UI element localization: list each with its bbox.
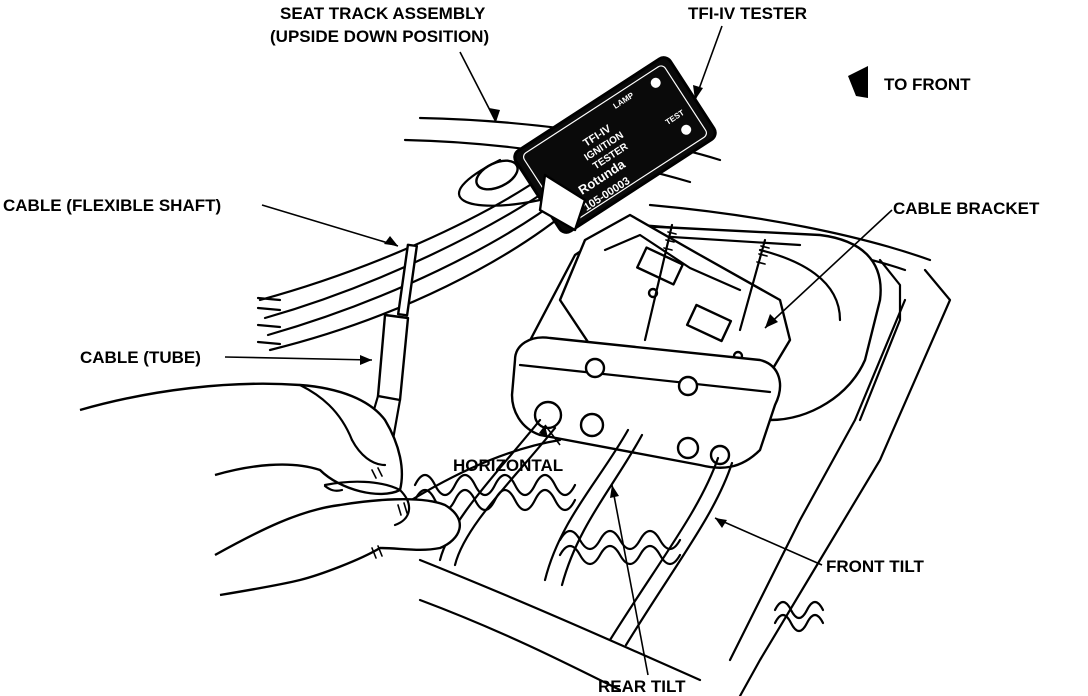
flexible-shaft: [396, 243, 419, 317]
threaded-studs: [643, 223, 770, 342]
tester-lamp-light: [650, 77, 661, 88]
tfi-tester-device: TFI-IV IGNITION TESTER Rotunda 105-00003…: [513, 56, 717, 234]
tester-test-light: [681, 124, 692, 135]
label-seat-track-line1: SEAT TRACK ASSEMBLY: [280, 4, 486, 23]
hand-lower: [214, 480, 461, 597]
seat-frame: [378, 116, 952, 696]
gear-box: [510, 336, 782, 469]
label-tfi-tester: TFI-IV TESTER: [688, 4, 807, 23]
label-cable-flexible-shaft: CABLE (FLEXIBLE SHAFT): [3, 196, 221, 215]
leader-arrowheads: [360, 85, 778, 528]
label-front-tilt: FRONT TILT: [826, 557, 924, 576]
front-tilt-cable: [608, 456, 734, 647]
horizontal-cable: [438, 418, 557, 567]
label-seat-track-line2: (UPSIDE DOWN POSITION): [270, 27, 489, 46]
label-cable-tube: CABLE (TUBE): [80, 348, 201, 367]
cable-tube: [363, 313, 410, 447]
rear-tilt-cable: [543, 428, 644, 587]
label-cable-bracket: CABLE BRACKET: [893, 199, 1040, 218]
label-to-front: TO FRONT: [884, 75, 971, 94]
label-rear-tilt: REAR TILT: [598, 677, 686, 696]
hand-upper: [79, 382, 404, 496]
front-arrow-icon: [848, 66, 868, 98]
tester-leads: [256, 158, 577, 352]
coil-spring-right: [773, 600, 825, 633]
label-horizontal: HORIZONTAL: [453, 456, 563, 475]
